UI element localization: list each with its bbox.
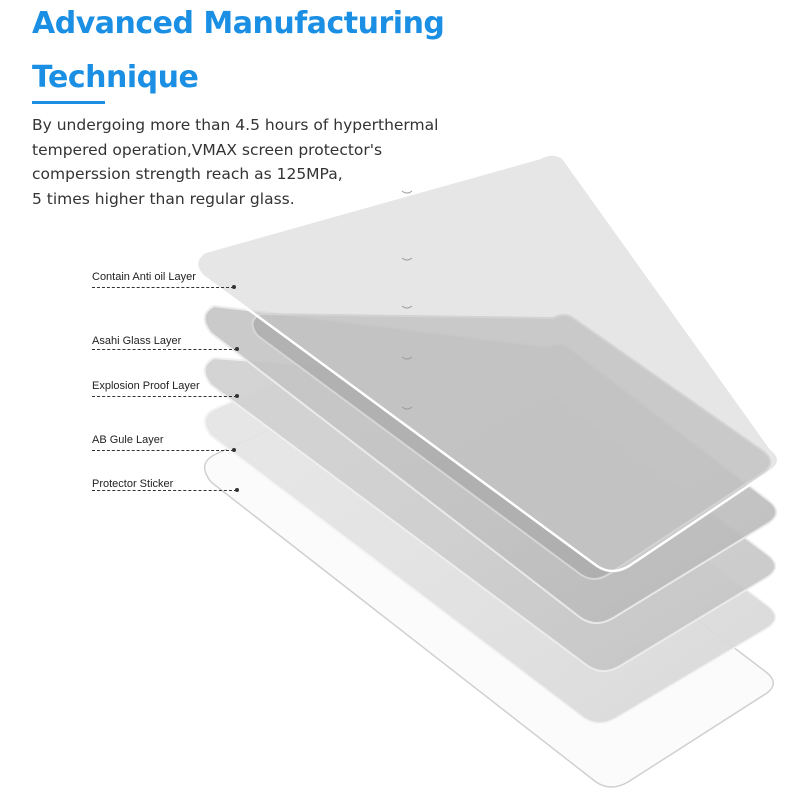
leader-line bbox=[92, 287, 234, 288]
leader-line bbox=[92, 450, 234, 451]
layer-label-explosion-proof: Explosion Proof Layer bbox=[92, 380, 200, 392]
layer-label-asahi-glass: Asahi Glass Layer bbox=[92, 335, 182, 347]
title-underline bbox=[32, 101, 105, 104]
description: By undergoing more than 4.5 hours of hyp… bbox=[32, 113, 452, 211]
anti-oil-layer bbox=[195, 153, 780, 573]
leader-dot bbox=[235, 394, 239, 398]
layer-label-anti-oil: Contain Anti oil Layer bbox=[92, 271, 196, 283]
leader-dot bbox=[235, 488, 239, 492]
description-line: By undergoing more than 4.5 hours of hyp… bbox=[32, 116, 439, 134]
leader-dot bbox=[232, 285, 236, 289]
leader-line bbox=[92, 349, 237, 350]
leader-line bbox=[92, 490, 237, 491]
page-title-line-1: Advanced Manufacturing bbox=[32, 6, 445, 41]
leader-dot bbox=[235, 347, 239, 351]
description-line: comperssion strength reach as 125MPa, bbox=[32, 165, 343, 183]
layer-label-protector-sticker: Protector Sticker bbox=[92, 478, 174, 490]
page-title-line-2: Technique bbox=[32, 60, 199, 95]
description-line: 5 times higher than regular glass. bbox=[32, 189, 295, 208]
leader-line bbox=[92, 396, 237, 397]
leader-dot bbox=[232, 448, 236, 452]
layer-label-ab-glue: AB Gule Layer bbox=[92, 434, 164, 446]
notch-marks bbox=[401, 190, 413, 410]
description-line: tempered operation,VMAX screen protector… bbox=[32, 140, 383, 159]
